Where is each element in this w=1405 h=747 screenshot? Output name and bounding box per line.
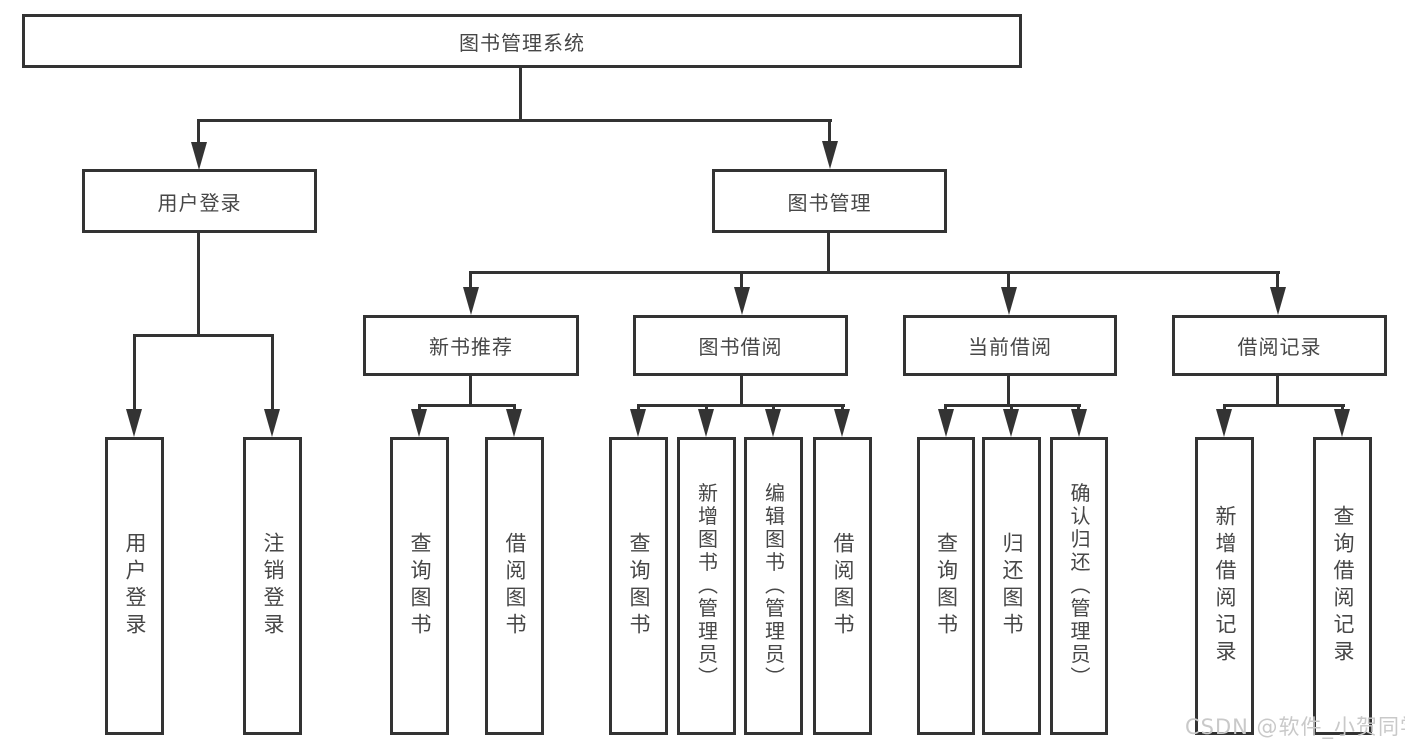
node-leaf-borrow-books-label: 借阅图书 (831, 532, 855, 640)
node-book-management: 图书管理 (712, 169, 947, 233)
arrow-down-icon (1003, 409, 1019, 437)
node-leaf-logout-label: 注销登录 (261, 532, 285, 640)
node-leaf-query-books-current: 查询图书 (917, 437, 975, 735)
connector-line (469, 271, 472, 290)
node-leaf-query-borrow-record-label: 查询借阅记录 (1331, 505, 1355, 667)
node-leaf-user-login-label: 用户登录 (123, 532, 147, 640)
connector-line (418, 404, 516, 407)
node-leaf-edit-books-admin: 编辑图书（管理员） (744, 437, 803, 735)
connector-line (418, 404, 421, 412)
connector-line (1007, 376, 1010, 407)
node-new-book-recommend-label: 新书推荐 (429, 335, 513, 359)
node-borrowing-records: 借阅记录 (1172, 315, 1387, 376)
node-leaf-borrow-books-recommend: 借阅图书 (485, 437, 544, 735)
node-leaf-confirm-return-admin: 确认归还（管理员） (1050, 437, 1108, 735)
node-book-borrowing-label: 图书借阅 (698, 335, 783, 359)
arrow-down-icon (1001, 287, 1017, 315)
connector-line (637, 404, 845, 407)
arrow-down-icon (834, 409, 850, 437)
arrow-down-icon (734, 287, 750, 315)
connector-line (198, 119, 832, 122)
connector-line (469, 376, 472, 407)
arrow-down-icon (411, 409, 427, 437)
arrow-down-icon (1270, 287, 1286, 315)
connector-line (944, 404, 947, 412)
node-leaf-query-books-borrowing-label: 查询图书 (627, 532, 651, 640)
arrow-down-icon (765, 409, 781, 437)
node-user-login-label: 用户登录 (157, 190, 242, 215)
connector-line (1007, 271, 1010, 290)
node-leaf-query-books-current-label: 查询图书 (934, 532, 959, 640)
node-user-login: 用户登录 (82, 169, 317, 233)
connector-line (197, 119, 200, 145)
connector-line (197, 233, 200, 337)
node-leaf-add-books-admin-label: 新增图书（管理员） (694, 482, 719, 690)
arrow-down-icon (822, 141, 838, 169)
connector-line (1223, 404, 1345, 407)
csdn-watermark: CSDN @软件_小贺同学 (1185, 715, 1405, 739)
node-current-borrowing-label: 当前借阅 (968, 335, 1052, 359)
node-leaf-confirm-return-admin-label: 确认归还（管理员） (1067, 482, 1091, 690)
connector-line (841, 404, 844, 412)
connector-line (470, 271, 1280, 274)
node-leaf-query-books-borrowing: 查询图书 (609, 437, 668, 735)
node-leaf-query-books-recommend: 查询图书 (390, 437, 449, 735)
node-leaf-logout: 注销登录 (243, 437, 302, 735)
arrow-down-icon (506, 409, 522, 437)
connector-line (772, 404, 775, 412)
node-leaf-return-books: 归还图书 (982, 437, 1041, 735)
connector-line (1341, 404, 1344, 412)
node-leaf-add-borrow-record: 新增借阅记录 (1195, 437, 1254, 735)
connector-line (827, 233, 830, 274)
arrow-down-icon (126, 409, 142, 437)
node-leaf-borrow-books-recommend-label: 借阅图书 (503, 532, 527, 640)
node-leaf-add-books-admin: 新增图书（管理员） (677, 437, 736, 735)
node-new-book-recommend: 新书推荐 (363, 315, 579, 376)
arrow-down-icon (463, 287, 479, 315)
arrow-down-icon (1334, 409, 1350, 437)
connector-line (513, 404, 516, 412)
arrow-down-icon (264, 409, 280, 437)
connector-line (740, 271, 743, 290)
node-root: 图书管理系统 (22, 14, 1022, 68)
node-leaf-edit-books-admin-label: 编辑图书（管理员） (761, 482, 786, 690)
connector-line (519, 68, 522, 122)
arrow-down-icon (938, 409, 954, 437)
connector-line (828, 119, 831, 145)
node-leaf-add-borrow-record-label: 新增借阅记录 (1213, 505, 1237, 667)
node-root-label: 图书管理系统 (459, 30, 585, 55)
connector-line (740, 376, 743, 407)
connector-line (271, 334, 274, 412)
node-leaf-borrow-books: 借阅图书 (813, 437, 872, 735)
arrow-down-icon (191, 142, 207, 170)
node-borrowing-records-label: 借阅记录 (1237, 335, 1322, 359)
arrow-down-icon (630, 409, 646, 437)
node-leaf-user-login: 用户登录 (105, 437, 164, 735)
connector-line (637, 404, 640, 412)
connector-line (1223, 404, 1226, 412)
node-leaf-return-books-label: 归还图书 (1000, 532, 1024, 640)
connector-line (1077, 404, 1080, 412)
arrow-down-icon (1071, 409, 1087, 437)
connector-line (133, 334, 274, 337)
node-leaf-query-books-recommend-label: 查询图书 (408, 532, 432, 640)
node-book-management-label: 图书管理 (787, 190, 872, 215)
connector-line (1276, 376, 1279, 407)
connector-line (1010, 404, 1013, 412)
connector-line (705, 404, 708, 412)
connector-line (133, 334, 136, 412)
arrow-down-icon (1216, 409, 1232, 437)
node-current-borrowing: 当前借阅 (903, 315, 1117, 376)
node-book-borrowing: 图书借阅 (633, 315, 848, 376)
node-leaf-query-borrow-record: 查询借阅记录 (1313, 437, 1372, 735)
arrow-down-icon (698, 409, 714, 437)
connector-line (1276, 271, 1279, 290)
